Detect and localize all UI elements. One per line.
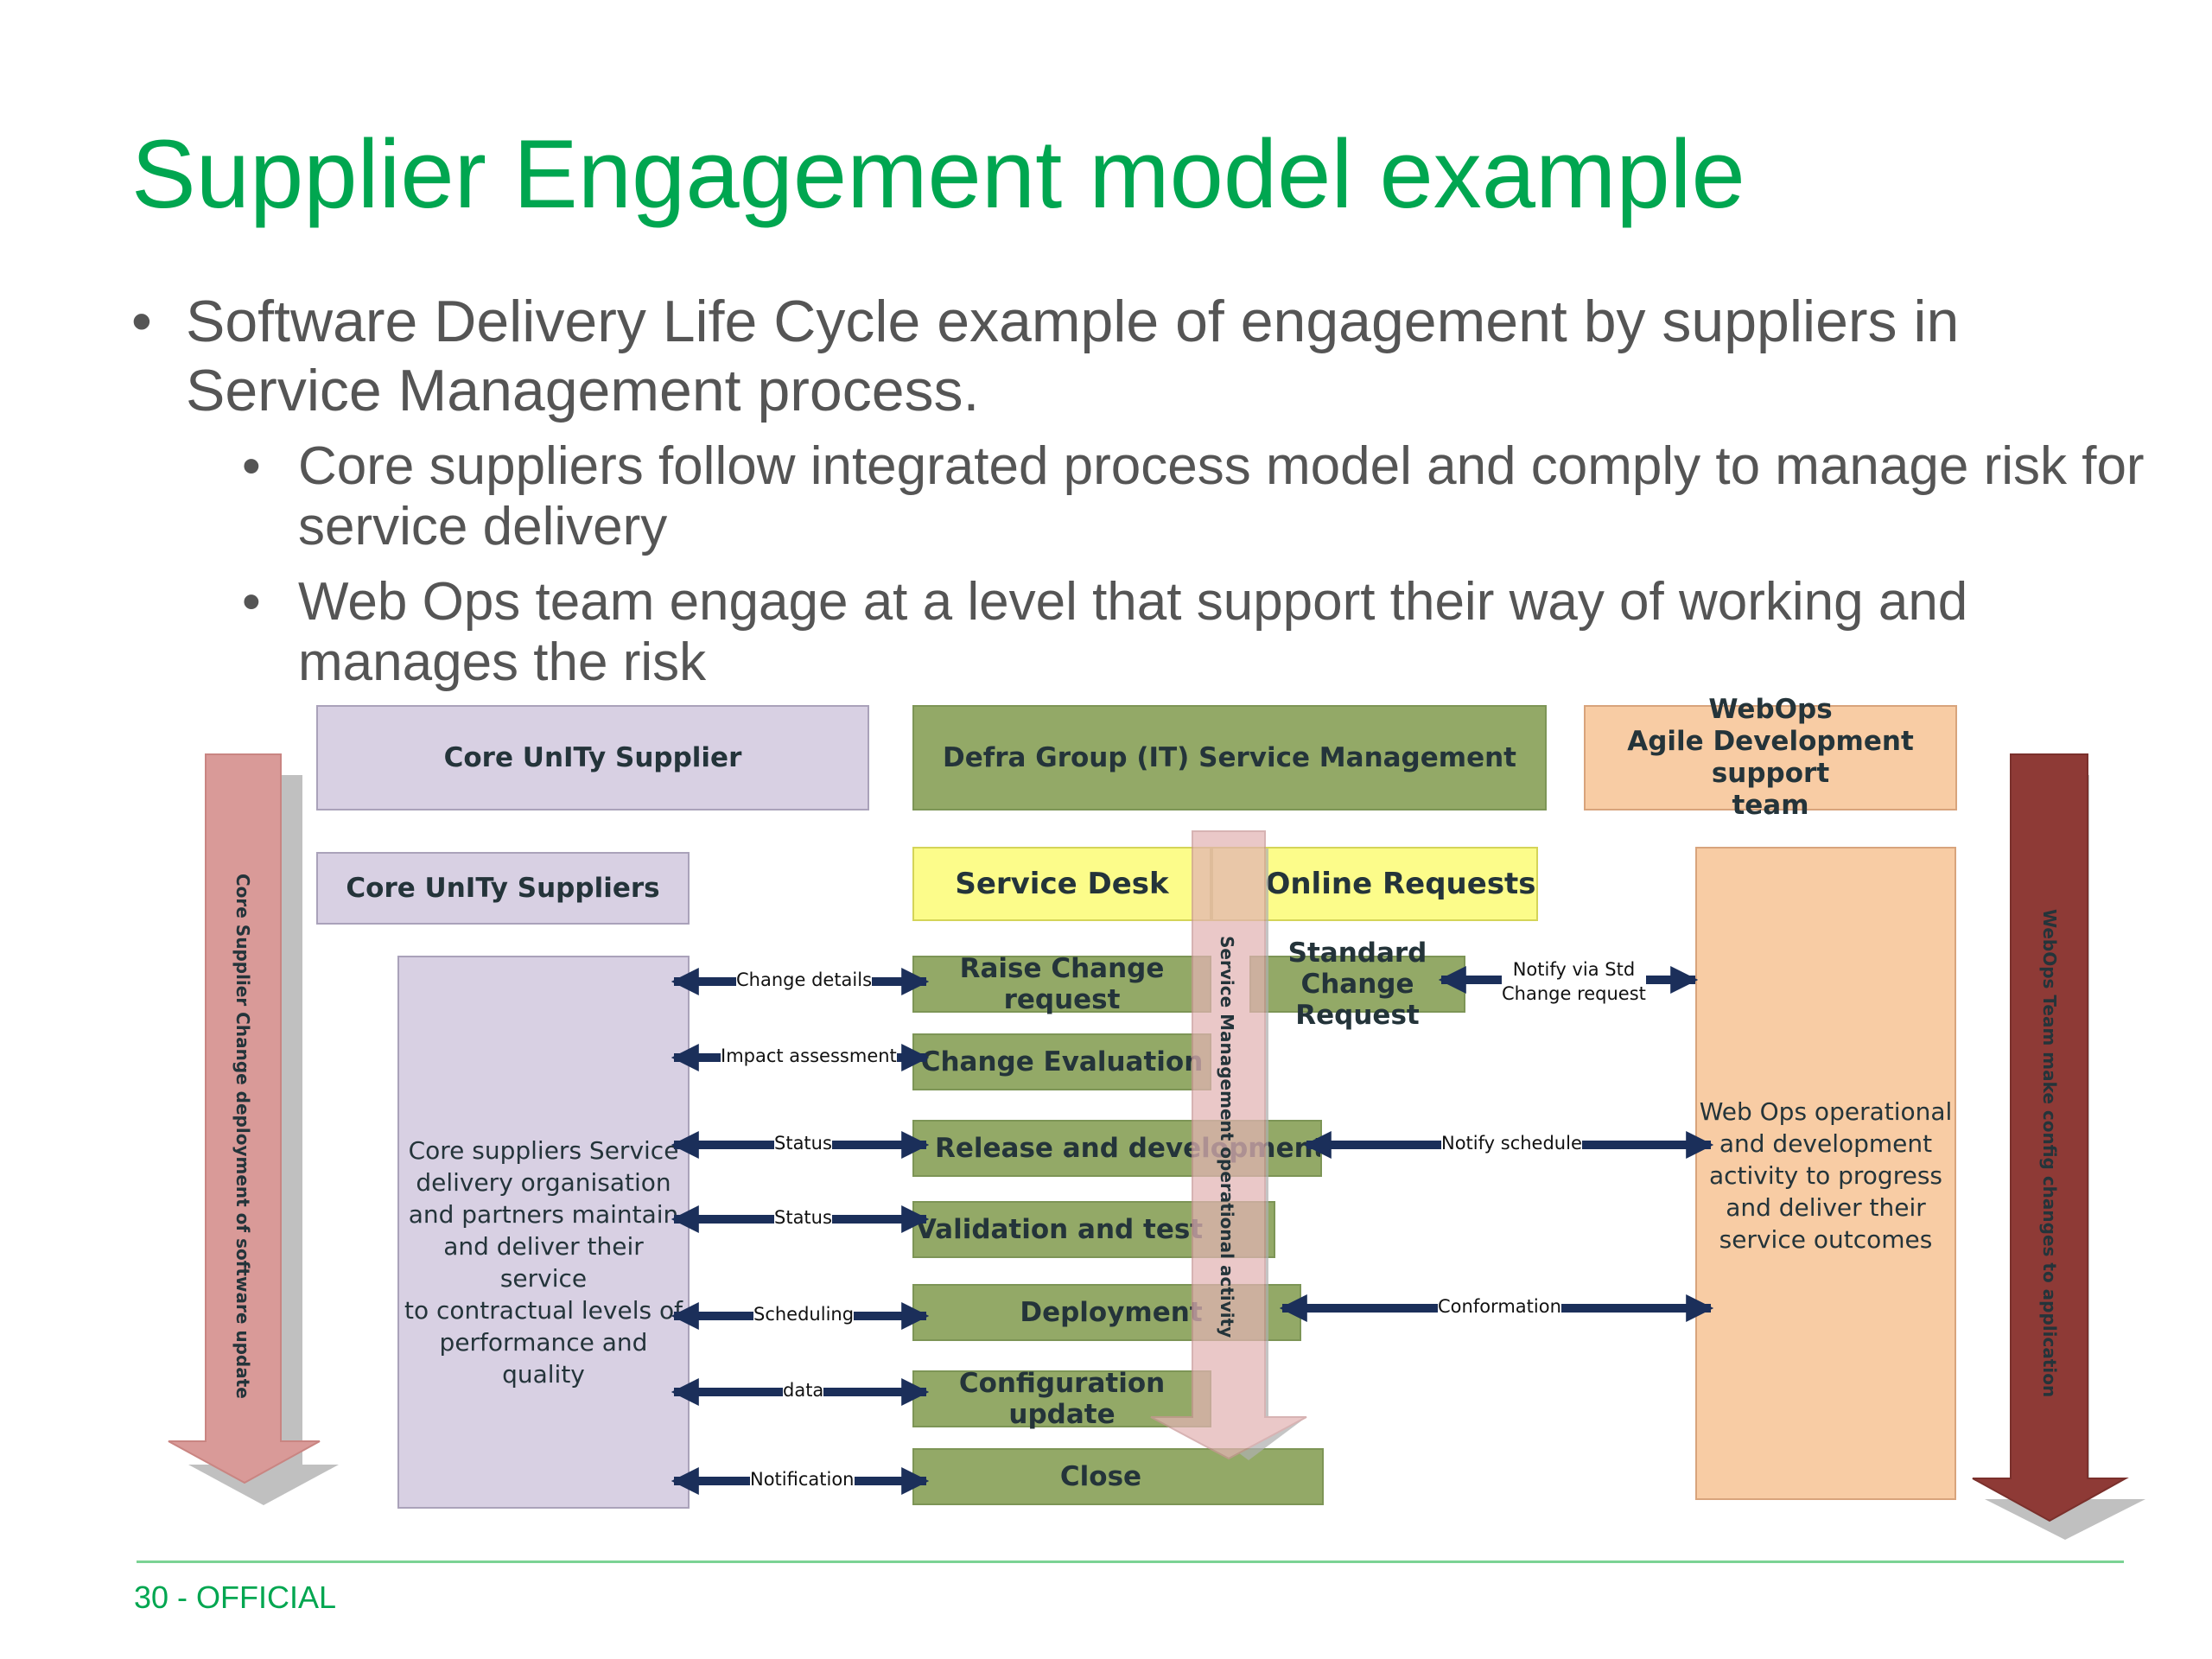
- core-suppliers-body-line: performance and quality: [439, 1328, 648, 1389]
- left-down-arrow: [168, 753, 339, 1505]
- center-down-arrow: [1150, 830, 1307, 1460]
- webops-body-line: and development: [1719, 1129, 1933, 1158]
- bullet-level2: • Web Ops team engage at a level that su…: [242, 572, 2143, 693]
- webops-body-line: Web Ops operational: [1699, 1097, 1953, 1126]
- label-data: data: [783, 1380, 824, 1402]
- footer-rule: [137, 1560, 2124, 1563]
- right-arrow-text: WebOps Team make config changes to appli…: [2039, 909, 2060, 1398]
- label-status: Status: [774, 1207, 832, 1229]
- core-supplier-header: Core UnITy Supplier: [316, 705, 869, 810]
- standard-change-line2: Request: [1295, 1000, 1420, 1031]
- webops-header-line1: WebOps: [1708, 694, 1833, 725]
- standard-change-line1: Standard Change: [1287, 938, 1427, 1000]
- webops-body: Web Ops operational and development acti…: [1695, 847, 1956, 1500]
- label-notify-std: Notify via Std Change request: [1502, 957, 1646, 1006]
- bullet-glyph: •: [242, 436, 261, 496]
- label-impact-assessment: Impact assessment: [721, 1046, 897, 1067]
- webops-header-line3: team: [1732, 790, 1809, 821]
- bullet-glyph: •: [242, 572, 261, 632]
- bullet-text: Software Delivery Life Cycle example of …: [186, 289, 1960, 423]
- bullet-glyph: •: [131, 289, 152, 354]
- step-change-evaluation: Change Evaluation: [912, 1033, 1211, 1090]
- label-conformation: Conformation: [1438, 1296, 1561, 1318]
- bullet-level1: • Software Delivery Life Cycle example o…: [131, 287, 2101, 425]
- core-suppliers-body-line: to contractual levels of: [404, 1296, 683, 1325]
- webops-body-line: service outcomes: [1719, 1225, 1933, 1254]
- defra-service-management-header: Defra Group (IT) Service Management: [912, 705, 1547, 810]
- webops-header: WebOps Agile Development support team: [1584, 694, 1957, 821]
- left-arrow-text: Core Supplier Change deployment of softw…: [232, 874, 253, 1399]
- right-down-arrow: [1972, 753, 2145, 1540]
- core-suppliers-body-line: Core suppliers Service: [408, 1136, 679, 1165]
- label-scheduling: Scheduling: [753, 1304, 855, 1325]
- bullet-text: Core suppliers follow integrated process…: [298, 436, 2145, 556]
- webops-body-line: and deliver their: [1726, 1193, 1926, 1222]
- core-suppliers-body: Core suppliers Service delivery organisa…: [397, 956, 690, 1509]
- label-notify-schedule: Notify schedule: [1441, 1133, 1582, 1154]
- standard-change-request-box: Standard Change Request: [1249, 938, 1465, 1031]
- label-notify-std-line2: Change request: [1502, 983, 1646, 1004]
- label-notification: Notification: [750, 1469, 855, 1491]
- bullet-text: Web Ops team engage at a level that supp…: [298, 572, 1968, 692]
- step-close: Close: [912, 1448, 1324, 1505]
- label-notify-std-line1: Notify via Std: [1512, 959, 1636, 980]
- bullet-level2: • Core suppliers follow integrated proce…: [242, 436, 2145, 557]
- label-status: Status: [774, 1133, 832, 1154]
- core-suppliers-label: Core UnITy Suppliers: [316, 852, 690, 925]
- core-suppliers-body-line: and deliver their service: [443, 1232, 644, 1293]
- service-desk-box: Service Desk: [912, 847, 1211, 921]
- webops-body-line: activity to progress: [1709, 1161, 1942, 1190]
- step-raise-change-request: Raise Change request: [912, 953, 1211, 1015]
- page-title: Supplier Engagement model example: [131, 120, 1745, 228]
- core-suppliers-body-line: and partners maintain: [408, 1200, 679, 1229]
- webops-header-line2: Agile Development support: [1627, 726, 1914, 789]
- core-suppliers-body-line: delivery organisation: [416, 1168, 671, 1197]
- label-change-details: Change details: [736, 969, 873, 991]
- footer-text: 30 - OFFICIAL: [134, 1580, 337, 1615]
- center-arrow-text: Service Management operational activity: [1217, 936, 1237, 1338]
